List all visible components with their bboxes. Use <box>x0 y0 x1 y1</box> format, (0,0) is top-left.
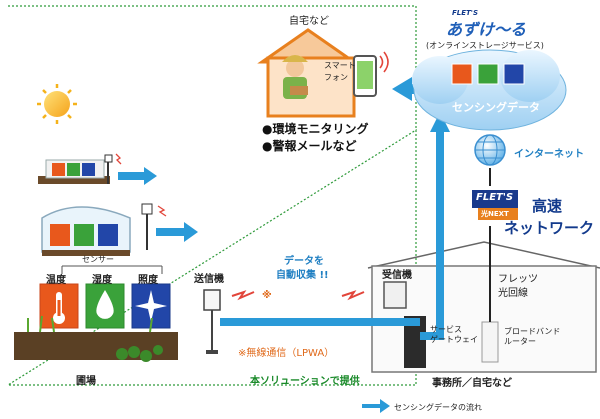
radio-note: ※無線通信（LPWA） <box>238 348 335 359</box>
radio-mark: ※ <box>262 290 272 301</box>
water-drop-icon <box>96 290 114 319</box>
lightning-1 <box>231 290 255 301</box>
transmitter-label: 送信機 <box>194 274 224 285</box>
cloud-subtitle: (オンラインストレージサービス) <box>426 41 544 50</box>
gateway-label-2: ゲートウェイ <box>430 335 478 344</box>
collect-line2: 自動収集 !! <box>276 270 329 281</box>
solution-label: 本ソリューションで提供 <box>250 376 360 387</box>
sensor-label: センサー <box>82 255 114 264</box>
flets-badge <box>472 190 518 220</box>
sun-icon <box>37 84 77 124</box>
bullet-alert: ●警報メールなど <box>262 139 357 153</box>
gateway-icon <box>404 316 426 368</box>
thermometer-icon <box>53 292 65 324</box>
cloud-data-label: センシングデータ <box>452 101 540 114</box>
receiver-label: 受信機 <box>382 270 412 281</box>
phone-label-1: スマート <box>324 61 356 70</box>
line-label-2: 光回線 <box>498 288 528 299</box>
bullet-monitoring: ●環境モニタリング <box>262 122 369 136</box>
flets-badge-text: FLET'S <box>476 192 514 203</box>
wireless-signal-icon <box>379 51 389 73</box>
line-label-1: フレッツ <box>498 274 538 285</box>
internet-label: インターネット <box>514 149 584 160</box>
smartphone-icon <box>353 55 377 97</box>
farmer-icon <box>282 55 308 99</box>
cloud-shape <box>412 49 567 131</box>
legend-label: センシングデータの流れ <box>394 403 482 412</box>
hikari-badge-text: 光NEXT <box>481 210 509 218</box>
field-label: 圃場 <box>76 376 96 387</box>
solution-boundary <box>5 5 417 386</box>
main-transmitter <box>203 289 221 354</box>
router-icon <box>481 321 499 363</box>
sensor-humid-label: 湿度 <box>92 275 112 286</box>
router-label-1: ブロードバンド <box>504 327 561 336</box>
cloud-sensor-icons <box>451 63 525 85</box>
network-line1: 高速 <box>532 197 563 215</box>
office-label: 事務所／自宅など <box>432 378 512 389</box>
collect-line1: データを <box>284 256 324 267</box>
sensor-temp-label: 温度 <box>46 275 66 286</box>
cloud-brand-small: FLET'S <box>452 9 478 17</box>
sensor-light-label: 照度 <box>138 275 158 286</box>
phone-label-2: フォン <box>324 73 348 82</box>
internet-globe-icon <box>474 134 506 166</box>
cloud-brand: あずけ〜る <box>446 20 527 39</box>
sparkle-icon <box>135 290 167 322</box>
receiver-icon <box>383 281 407 309</box>
legend-arrow <box>362 399 390 413</box>
gateway-label-1: サービス <box>430 325 462 334</box>
field-unit-small <box>38 153 122 184</box>
lightning-2 <box>341 290 365 301</box>
network-line2: ネットワーク <box>504 219 595 237</box>
greenhouse-icon <box>41 206 131 256</box>
farm-soil <box>14 315 178 362</box>
flow-arrow-row2 <box>156 222 198 242</box>
home-house <box>257 28 359 118</box>
home-title: 自宅など <box>289 16 329 27</box>
flow-arrow-row1 <box>118 167 157 185</box>
router-label-2: ルーター <box>504 337 536 346</box>
greenhouse-transmitter <box>141 203 167 250</box>
